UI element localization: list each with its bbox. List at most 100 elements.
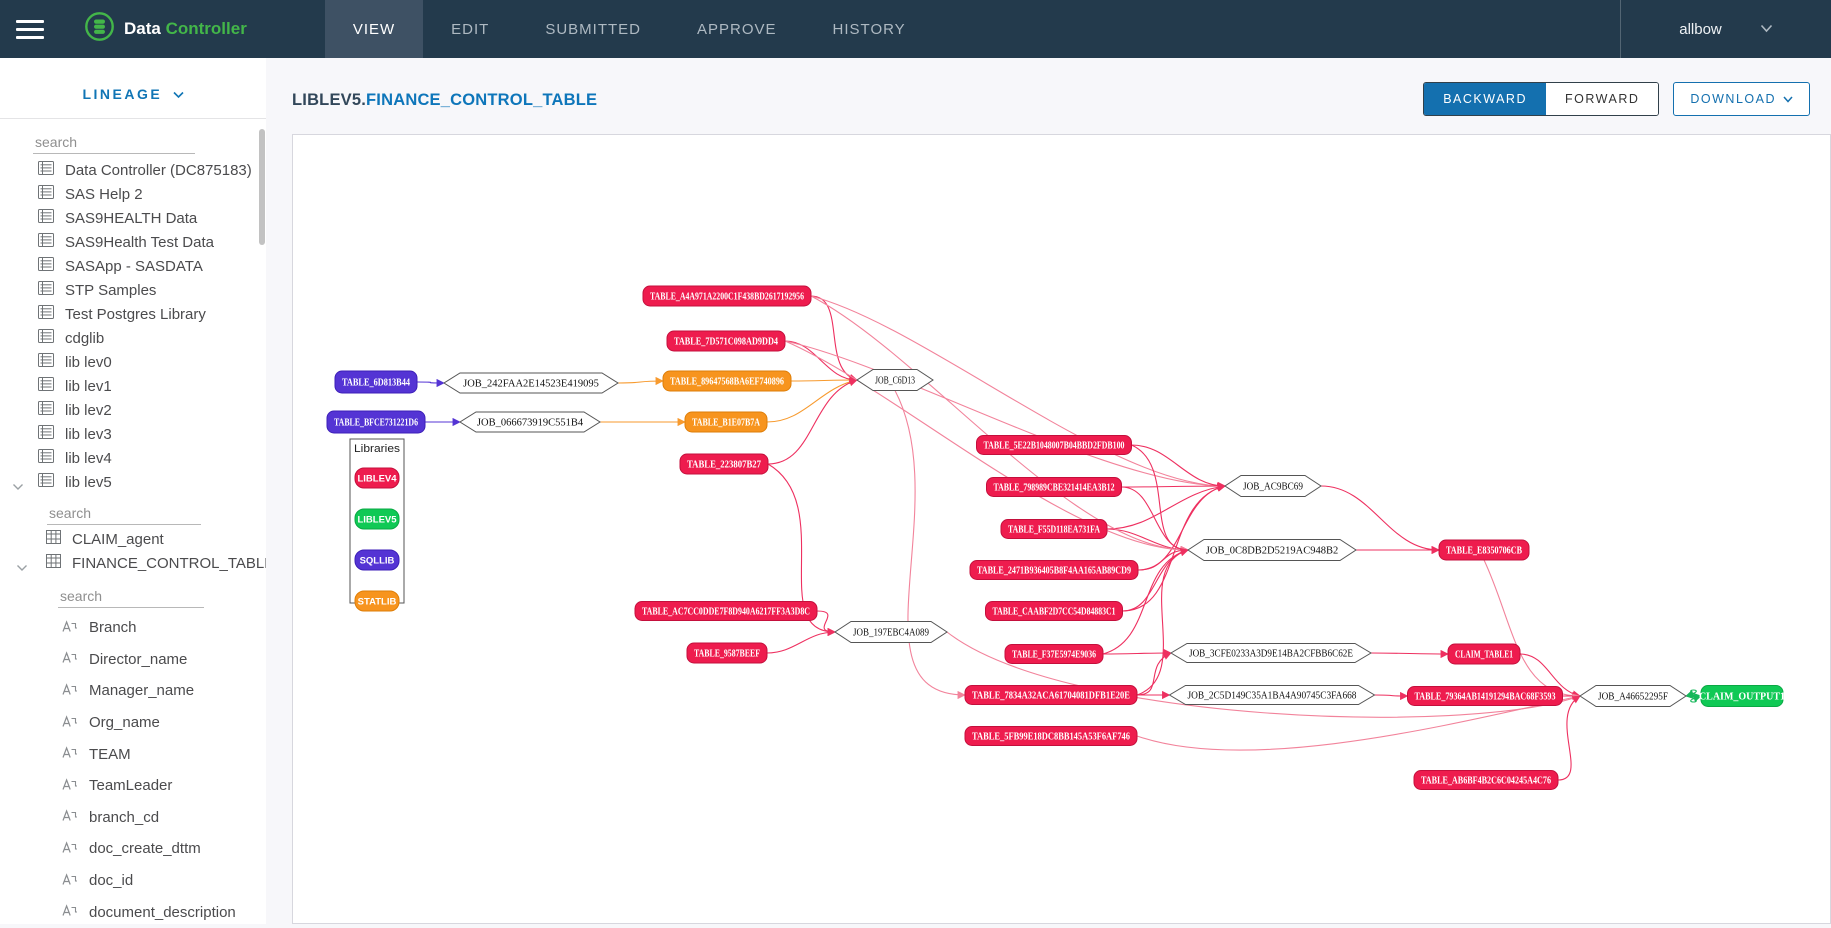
table-search-input[interactable] <box>47 503 201 525</box>
backward-button[interactable]: BACKWARD <box>1424 83 1546 115</box>
sidebar-library-item[interactable]: Data Controller (DC875183) <box>0 158 266 182</box>
graph-node-table[interactable]: TABLE_F37E5974E9036 <box>1005 645 1103 664</box>
graph-node-job[interactable]: JOB_AC9BC69 <box>1225 476 1321 497</box>
lib-icon <box>38 281 54 299</box>
tab-edit[interactable]: EDIT <box>423 0 517 58</box>
item-label: doc_id <box>89 872 133 889</box>
chevron-down-icon[interactable] <box>16 559 28 576</box>
tab-submitted[interactable]: SUBMITTED <box>517 0 669 58</box>
graph-node-job[interactable]: JOB_197EBC4A089 <box>835 622 947 643</box>
item-label: Branch <box>89 619 137 636</box>
node-label: STATLIB <box>358 597 397 608</box>
graph-node-job[interactable]: JOB_066673919C551B4 <box>460 412 600 432</box>
graph-node-job[interactable]: JOB_A46652295F <box>1580 686 1686 707</box>
library-search-input[interactable] <box>33 132 195 154</box>
sidebar-library-item[interactable]: STP Samples <box>0 278 266 302</box>
graph-node-table[interactable]: TABLE_7D571C098AD9DD4 <box>667 331 785 351</box>
graph-node-table[interactable]: TABLE_798989CBE321414EA3B12 <box>987 478 1122 497</box>
page-title: LIBLEV5.FINANCE_CONTROL_TABLE <box>292 91 597 110</box>
graph-node-table[interactable]: TABLE_BFCE731221D6 <box>327 411 425 433</box>
node-label: TABLE_9587BEEF <box>694 649 760 660</box>
graph-node-table[interactable]: TABLE_223807B27 <box>680 454 768 474</box>
graph-node-job[interactable]: JOB_0C8DB2D5219AC948B2 <box>1188 540 1356 561</box>
sidebar-library-item[interactable]: lib lev2 <box>0 398 266 422</box>
lib-icon <box>38 329 54 347</box>
item-label: SASApp - SASDATA <box>65 258 203 275</box>
node-label: TABLE_CAABF2D7CC54D84883C1 <box>993 607 1116 618</box>
sidebar-column-item[interactable]: Manager_name <box>0 675 266 707</box>
chevron-down-icon[interactable] <box>12 478 24 495</box>
sidebar-library-item[interactable]: lib lev3 <box>0 422 266 446</box>
lineage-mode-dropdown[interactable]: LINEAGE <box>0 86 266 102</box>
graph-node-job[interactable]: JOB_C6D13 <box>857 370 933 391</box>
sidebar-library-item[interactable]: Test Postgres Library <box>0 302 266 326</box>
graph-node-table[interactable]: TABLE_7834A32ACA61704081DFB1E20E <box>965 686 1137 705</box>
sidebar-column-item[interactable]: doc_create_dttm <box>0 833 266 865</box>
node-label: JOB_197EBC4A089 <box>853 628 929 639</box>
sidebar-column-item[interactable]: Branch <box>0 612 266 644</box>
graph-node-table[interactable]: TABLE_AB6BF4B2C6C04245A4C76 <box>1414 771 1558 790</box>
item-label: Director_name <box>89 651 187 668</box>
graph-node-job[interactable]: JOB_242FAA2E14523E419095 <box>444 373 618 393</box>
graph-node-table[interactable]: TABLE_6D813B44 <box>335 371 417 393</box>
sidebar-column-item[interactable]: branch_cd <box>0 802 266 834</box>
graph-node-table[interactable]: TABLE_89647568BA6EF740896 <box>663 371 791 391</box>
sidebar-library-item[interactable]: lib lev0 <box>0 350 266 374</box>
sidebar-library-item[interactable]: lib lev4 <box>0 446 266 470</box>
graph-edge <box>1371 653 1448 654</box>
graph-node-job[interactable]: JOB_3CFE0233A3D9E14BA2CFBB6C62E <box>1171 644 1371 663</box>
toolbar: BACKWARD FORWARD DOWNLOAD <box>1423 82 1810 116</box>
graph-node-table[interactable]: TABLE_2471B936405B8F4AA165AB89CD9 <box>970 561 1138 580</box>
forward-button[interactable]: FORWARD <box>1546 83 1658 115</box>
user-menu[interactable]: allbow <box>1620 0 1831 58</box>
graph-node-table[interactable]: TABLE_AC7CC0DDE7F8D940A6217FF3A3D8C <box>635 602 817 621</box>
graph-node-table[interactable]: CLAIM_TABLE1 <box>1448 644 1520 664</box>
graph-node-table[interactable]: TABLE_B1E07B7A <box>685 412 767 432</box>
graph-node-table[interactable]: TABLE_A4A971A2200C1F438BD2617192956 <box>643 286 811 306</box>
graph-node-table[interactable]: TABLE_5E22B1048007B04BBD2FDB100 <box>977 436 1132 455</box>
column-search-input[interactable] <box>58 586 204 608</box>
sidebar-column-item[interactable]: Director_name <box>0 644 266 676</box>
node-label: TABLE_5FB99E18DC8BB145A53F6AF746 <box>972 732 1130 743</box>
sidebar-library-item[interactable]: lib lev1 <box>0 374 266 398</box>
lib-icon <box>38 257 54 275</box>
sidebar-library-item[interactable]: lib lev5 <box>0 470 266 494</box>
lib-icon <box>38 425 54 443</box>
sidebar-table-item[interactable]: CLAIM_agent <box>0 527 266 551</box>
graph-node-table[interactable]: TABLE_E8350706CB <box>1439 540 1529 560</box>
node-label: JOB_A46652295F <box>1598 692 1668 703</box>
graph-edge <box>767 632 835 653</box>
sidebar-library-item[interactable]: SAS9HEALTH Data <box>0 206 266 230</box>
item-label: SAS9HEALTH Data <box>65 210 197 227</box>
graph-node-table[interactable]: TABLE_9587BEEF <box>687 643 767 663</box>
tab-history[interactable]: HISTORY <box>805 0 934 58</box>
sidebar-library-item[interactable]: SAS Help 2 <box>0 182 266 206</box>
node-label: TABLE_6D813B44 <box>342 378 410 389</box>
sidebar-scrollbar[interactable] <box>259 129 265 245</box>
sidebar-library-item[interactable]: SASApp - SASDATA <box>0 254 266 278</box>
tbl-icon <box>46 530 61 548</box>
graph-node-table[interactable]: TABLE_CAABF2D7CC54D84883C1 <box>986 602 1123 621</box>
graph-node-job[interactable]: JOB_2C5D149C35A1BA4A90745C3FA668 <box>1170 686 1375 705</box>
sidebar-library-item[interactable]: cdglib <box>0 326 266 350</box>
col-icon <box>62 682 78 700</box>
sidebar-column-item[interactable]: Org_name <box>0 707 266 739</box>
graph-node-table[interactable]: TABLE_5FB99E18DC8BB145A53F6AF746 <box>965 727 1137 746</box>
graph-node-table[interactable]: CLAIM_OUTPUT1 <box>1699 686 1785 707</box>
tab-approve[interactable]: APPROVE <box>669 0 805 58</box>
graph-edge <box>1484 560 1580 696</box>
node-label: LIBLEV4 <box>357 474 397 485</box>
download-button[interactable]: DOWNLOAD <box>1673 82 1810 116</box>
sidebar-column-item[interactable]: doc_id <box>0 865 266 897</box>
hamburger-menu-icon[interactable] <box>0 0 78 58</box>
sidebar-column-item[interactable]: document_description <box>0 896 266 928</box>
tab-view[interactable]: VIEW <box>325 0 423 58</box>
graph-node-table[interactable]: TABLE_79364AB14191294BAC68F3593 <box>1408 687 1563 706</box>
sidebar-column-item[interactable]: TeamLeader <box>0 770 266 802</box>
graph-node-table[interactable]: TABLE_F55D118EA731FA <box>1001 520 1107 539</box>
sidebar-column-item[interactable]: TEAM <box>0 738 266 770</box>
sidebar-table-item[interactable]: FINANCE_CONTROL_TABLE <box>0 551 266 575</box>
sidebar-library-item[interactable]: SAS9Health Test Data <box>0 230 266 254</box>
